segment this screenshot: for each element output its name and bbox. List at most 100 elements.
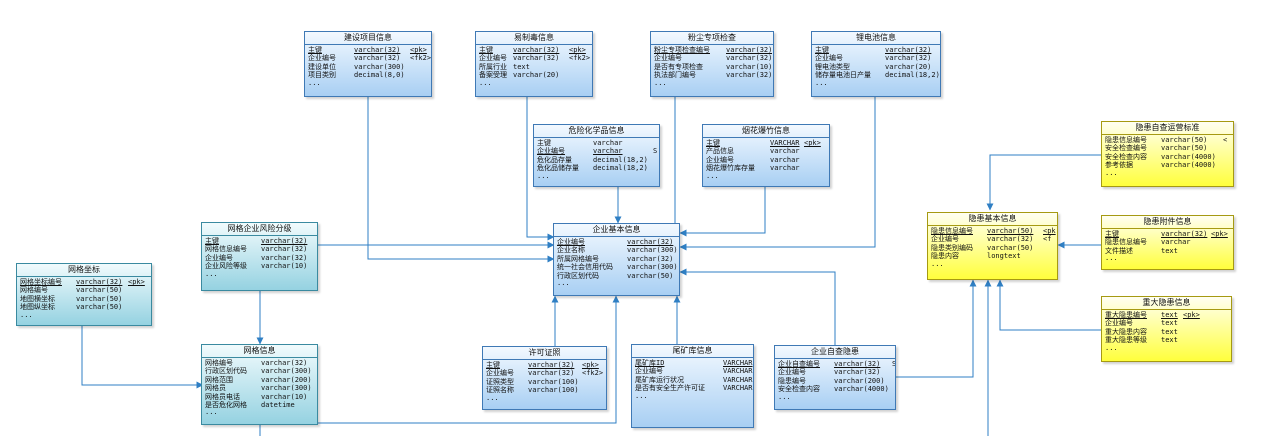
field-type: varchar(200) — [261, 375, 312, 384]
more-ellipsis: ... — [1105, 254, 1118, 263]
field-name: 企业编号 — [479, 54, 507, 63]
field-type: varchar — [1161, 238, 1191, 247]
link-yizhidu-to-qiye — [526, 96, 555, 241]
field-key: <fk2> — [582, 369, 604, 378]
more-ellipsis: ... — [778, 392, 791, 401]
field-name: 网格信息编号 — [205, 245, 247, 254]
field-key: <fk2> — [410, 54, 432, 63]
field-name: 隐患编号 — [778, 376, 806, 385]
field-name: 备案受理 — [479, 71, 507, 80]
field-name: 主键 — [537, 139, 551, 147]
field-type: varchar(50) — [987, 227, 1034, 235]
link-wangge-to-qiye — [318, 295, 620, 424]
field-key: <pk> — [582, 361, 599, 369]
field-type: varchar(32) — [513, 46, 560, 54]
field-type: varchar(10) — [726, 62, 772, 71]
field-name: 企业编号 — [308, 54, 336, 63]
field-type: varchar(50) — [1161, 144, 1208, 153]
field-type: varchar(32) — [885, 46, 932, 54]
field-type: text — [1161, 311, 1178, 319]
field-type: varchar(50) — [76, 286, 123, 295]
field-type: decimal(18,2) — [593, 155, 648, 164]
field-type: varchar(300) — [261, 367, 312, 376]
more-ellipsis: ... — [815, 78, 828, 87]
field-name: 主键 — [205, 237, 219, 245]
more-ellipsis: ... — [931, 259, 944, 268]
field-name: 证照类型 — [486, 377, 514, 386]
field-type: varchar(32) — [76, 278, 123, 286]
field-name: 企业名称 — [557, 246, 585, 255]
field-name: 行政区划代码 — [205, 367, 247, 376]
field-type: varchar(32) — [726, 71, 772, 80]
link-yanhua-to-qiye — [679, 186, 766, 237]
field-name: 重大隐患等级 — [1105, 336, 1147, 345]
field-name: 企业编号 — [205, 253, 233, 262]
field-name: 主键 — [486, 361, 500, 369]
field-key: <pk> — [804, 139, 821, 147]
field-type: varchar(50) — [627, 271, 674, 280]
field-name: 文件描述 — [1105, 246, 1133, 255]
field-name: 是否危化网格 — [205, 400, 247, 409]
field-type: varchar(32) — [987, 235, 1034, 244]
field-type: varchar(32) — [885, 54, 932, 63]
field-row: 隐患编号 varchar(200) — [778, 377, 892, 385]
field-name: 产品信息 — [706, 147, 734, 156]
field-key: S — [892, 360, 896, 368]
field-type: decimal(18,2) — [593, 164, 648, 173]
field-key: <pk — [1043, 227, 1056, 235]
more-ellipsis: ... — [537, 171, 550, 180]
field-type: varchar(300) — [627, 246, 678, 255]
field-type: decimal(18,2) — [885, 71, 940, 80]
entity-title: 锂电池信息 — [812, 32, 940, 45]
field-name: 企业编号 — [557, 238, 585, 246]
field-name: 主键 — [706, 139, 720, 147]
field-type: longtext — [987, 252, 1021, 261]
field-type: varchar(50) — [987, 243, 1034, 252]
entity-title: 隐患附件信息 — [1102, 216, 1233, 229]
field-name: 是否有专项检查 — [654, 62, 703, 71]
field-key: <pk> — [410, 46, 427, 54]
field-name: 隐患内容 — [931, 252, 959, 261]
field-key: <pk> — [569, 46, 586, 54]
field-name: 隐患类别编码 — [931, 243, 973, 252]
field-type: varchar(200) — [834, 376, 885, 385]
field-name: 重大隐患内容 — [1105, 327, 1147, 336]
field-name: 网格编号 — [20, 286, 48, 295]
entity-title: 企业基本信息 — [554, 224, 679, 237]
field-name: 地图纵坐标 — [20, 303, 55, 312]
field-key: <pk> — [128, 278, 145, 286]
